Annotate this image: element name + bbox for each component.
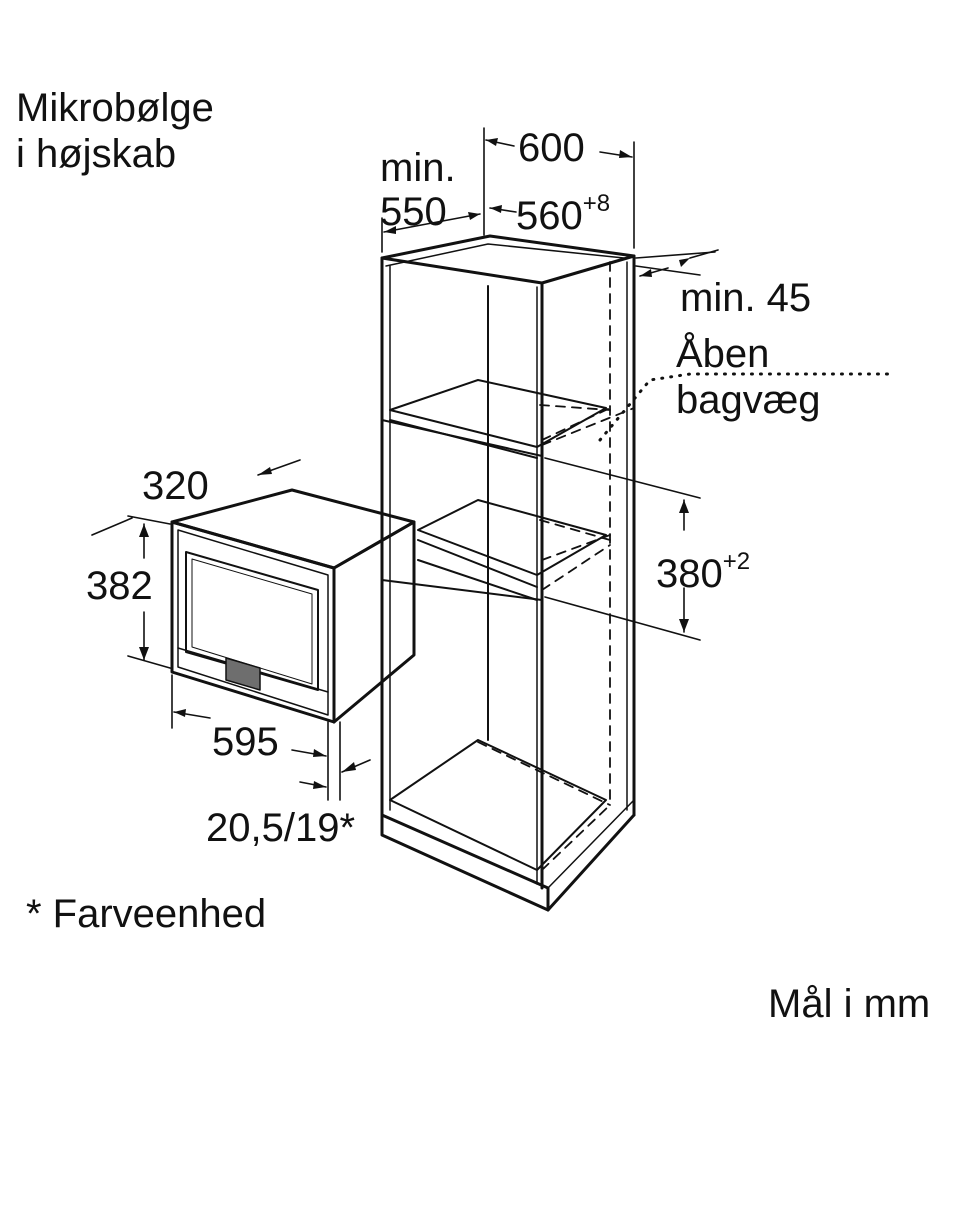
footnote: * Farveenhed xyxy=(26,892,267,936)
dim-550-line xyxy=(383,213,481,233)
title-line2: i højskab xyxy=(16,132,177,176)
min-depth-line1: min. xyxy=(380,146,456,190)
dim-380-ext-top xyxy=(544,457,701,499)
niche-height-value: 380 xyxy=(656,552,723,596)
dim-45-line-b xyxy=(635,265,701,276)
niche-width-label: 560+8 xyxy=(516,182,610,238)
control-panel xyxy=(225,657,261,691)
dimension-arrows xyxy=(139,138,690,789)
dim-380-ext-bottom xyxy=(544,596,701,641)
hidden-back-lines xyxy=(477,261,635,871)
open-back-leader xyxy=(598,372,892,442)
min-depth-line2: 550 xyxy=(380,190,447,234)
units-note: Mål i mm xyxy=(768,982,931,1026)
dim-382-ext-bottom xyxy=(127,655,171,669)
cabinet-width-label: 600 xyxy=(518,126,585,170)
front-thickness-label: 20,5/19* xyxy=(206,806,356,850)
microwave-unit xyxy=(170,488,416,724)
rear-gap-label: min. 45 xyxy=(680,276,812,320)
dim-45-line-a xyxy=(635,251,716,259)
open-back-line1: Åben xyxy=(676,332,770,376)
open-back-line2: bagvæg xyxy=(676,378,821,422)
niche-width-tolerance: +8 xyxy=(582,190,611,217)
device-height-label: 382 xyxy=(86,564,153,608)
niche-width-value: 560 xyxy=(516,194,583,238)
niche-height-tolerance: +2 xyxy=(722,548,751,575)
device-depth-label: 320 xyxy=(142,464,209,508)
tall-cabinet xyxy=(380,234,636,912)
title-line1: Mikrobølge xyxy=(16,86,214,130)
dim-382-ext-top xyxy=(127,515,171,525)
device-width-label: 595 xyxy=(212,720,279,764)
niche-height-label: 380+2 xyxy=(656,540,750,596)
